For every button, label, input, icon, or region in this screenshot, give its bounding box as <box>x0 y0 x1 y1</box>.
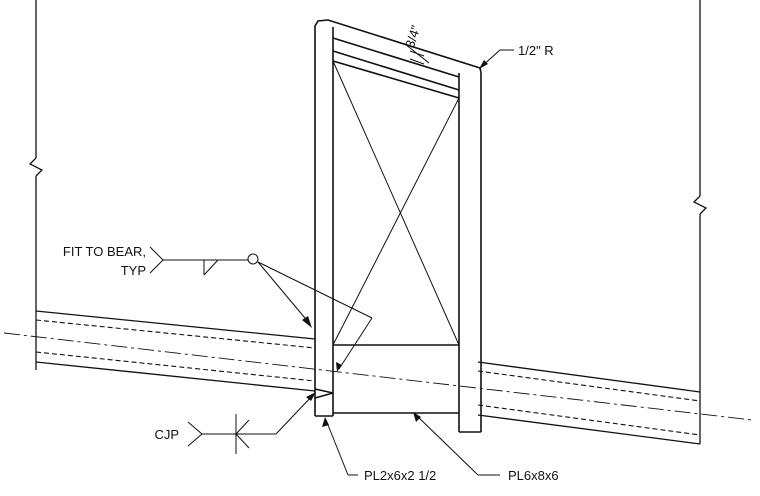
large-plate-label: PL6x8x6 <box>508 468 559 483</box>
cjp-weld-symbol <box>187 394 314 454</box>
cjp-arrow <box>306 392 316 401</box>
large-plate-leader <box>414 413 500 476</box>
bearing-plates <box>333 344 459 414</box>
dimension-three-quarter-label: 3/4" <box>402 23 423 50</box>
fit-to-bear-arrow-2 <box>336 362 342 372</box>
beam-centerline <box>3 332 753 421</box>
fit-to-bear-weld-symbol <box>149 246 373 370</box>
frame-outline <box>314 19 482 433</box>
stiffener-panel <box>332 60 460 346</box>
radius-label: 1/2" R <box>518 43 554 58</box>
small-plate <box>314 388 334 399</box>
dimension-three-quarter <box>404 43 430 65</box>
large-plate-leader-arrow <box>413 412 421 422</box>
fit-to-bear-label-line1: FIT TO BEAR, <box>63 244 146 259</box>
small-plate-label: PL2x6x2 1/2 <box>364 468 436 483</box>
fit-to-bear-arrow-1 <box>302 316 312 328</box>
small-plate-leader-arrow <box>322 417 329 427</box>
small-plate-leader <box>325 419 358 476</box>
sloped-beam <box>35 310 701 445</box>
left-column-edge <box>28 0 44 370</box>
fit-to-bear-label-line2: TYP <box>121 263 146 278</box>
cjp-label: CJP <box>154 427 179 442</box>
cap-plate <box>332 37 460 99</box>
radius-leader-arrow <box>479 60 488 69</box>
right-column-edge <box>692 0 708 444</box>
